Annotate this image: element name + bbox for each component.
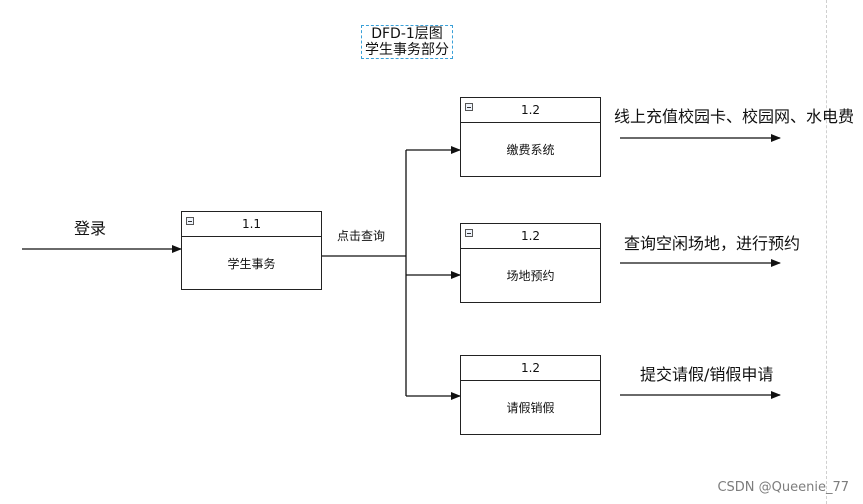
process-name: 请假销假 (506, 401, 555, 415)
canvas-boundary-dashed-line (826, 0, 827, 504)
process-name: 学生事务 (227, 257, 276, 271)
collapse-icon[interactable] (186, 217, 194, 225)
diagram-title-line2: 学生事务部分 (365, 42, 449, 58)
output-label-payment: 线上充值校园卡、校园网、水电费 (614, 107, 855, 126)
process-number: 1.2 (520, 361, 541, 375)
process-number: 1.2 (520, 229, 541, 243)
output-label-venue: 查询空闲场地，进行预约 (624, 234, 801, 253)
csdn-watermark: CSDN @Queenie_77 (717, 480, 849, 495)
process-payment-system[interactable]: 1.2 缴费系统 (460, 97, 601, 177)
process-venue-booking[interactable]: 1.2 场地预约 (460, 223, 601, 303)
process-student-affairs[interactable]: 1.1 学生事务 (181, 211, 322, 290)
collapse-icon[interactable] (465, 103, 473, 111)
process-number: 1.2 (520, 103, 541, 117)
collapse-icon[interactable] (465, 229, 473, 237)
process-header: 1.2 (461, 224, 600, 249)
process-leave-request[interactable]: 1.2 请假销假 (460, 355, 601, 435)
process-header: 1.1 (182, 212, 321, 237)
process-name: 缴费系统 (506, 143, 555, 157)
output-label-leave: 提交请假/销假申请 (640, 365, 774, 384)
process-number: 1.1 (241, 217, 262, 231)
process-header: 1.2 (461, 356, 600, 381)
diagram-title: DFD-1层图 学生事务部分 (361, 25, 453, 59)
process-header: 1.2 (461, 98, 600, 123)
click-query-label: 点击查询 (337, 229, 386, 243)
login-label: 登录 (74, 219, 107, 238)
diagram-title-line1: DFD-1层图 (371, 26, 443, 42)
process-name: 场地预约 (506, 269, 555, 283)
